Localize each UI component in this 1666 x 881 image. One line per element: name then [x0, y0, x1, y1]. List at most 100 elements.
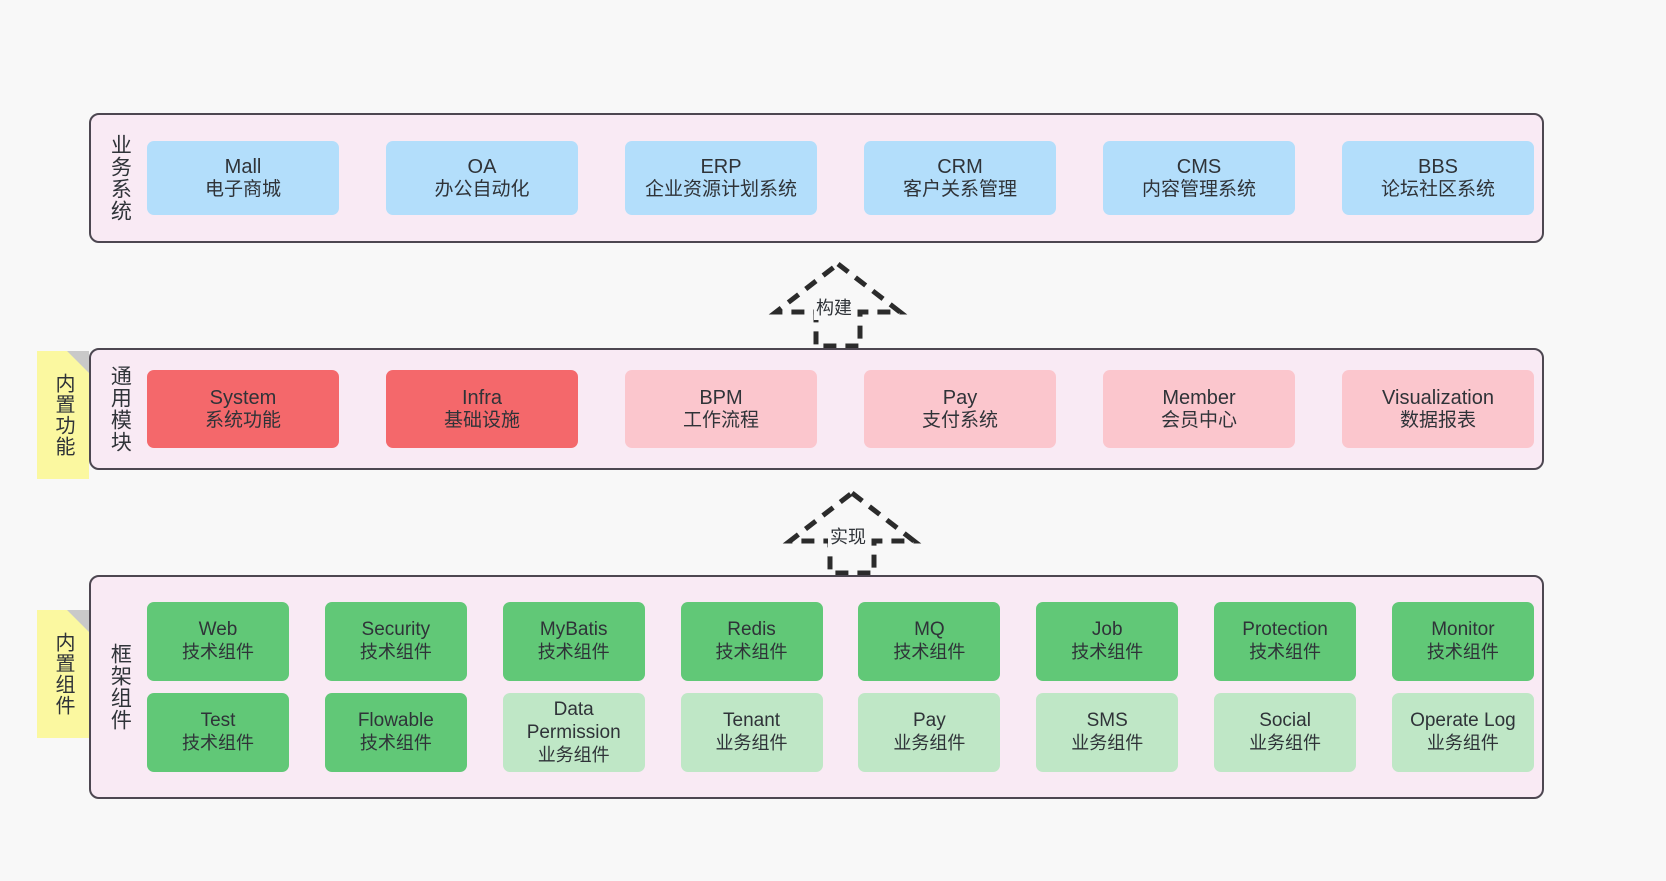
card-security[interactable]: Security 技术组件 — [324, 602, 467, 681]
card-title-cn: 业务组件 — [537, 744, 610, 765]
card-title-cn: 技术组件 — [1071, 642, 1144, 663]
card-title-en: Tenant — [723, 710, 781, 732]
card-title-en: Mall — [224, 155, 262, 178]
card-title-cn: 支付系统 — [921, 409, 998, 431]
card-member[interactable]: Member 会员中心 — [1103, 370, 1295, 448]
card-flowable[interactable]: Flowable 技术组件 — [324, 693, 467, 772]
card-title-cn: 业务组件 — [893, 733, 966, 754]
arrow-build: 构建 — [748, 258, 928, 350]
card-title-en: Test — [200, 710, 236, 732]
layer-business-title: 业务系统 — [108, 134, 132, 222]
card-title-en: ERP — [700, 155, 742, 178]
card-infra[interactable]: Infra 基础设施 — [386, 370, 578, 448]
card-crm[interactable]: CRM 客户关系管理 — [864, 141, 1056, 215]
card-title-en: Operate Log — [1410, 710, 1516, 732]
card-pay-business[interactable]: Pay 业务组件 — [858, 693, 1001, 772]
card-visualization[interactable]: Visualization 数据报表 — [1342, 370, 1534, 448]
note-fold-icon — [67, 351, 89, 373]
card-operate-log[interactable]: Operate Log 业务组件 — [1391, 693, 1534, 772]
card-title-cn: 技术组件 — [359, 642, 432, 663]
card-bpm[interactable]: BPM 工作流程 — [625, 370, 817, 448]
card-web[interactable]: Web 技术组件 — [147, 602, 289, 681]
card-pay[interactable]: Pay 支付系统 — [864, 370, 1056, 448]
card-title-cn: 业务组件 — [1426, 733, 1499, 754]
layer-common-body: System 系统功能 Infra 基础设施 BPM 工作流程 Pay 支付系统… — [147, 350, 1542, 468]
card-title-en: MyBatis — [539, 619, 608, 641]
arrow-implement-label: 实现 — [828, 523, 868, 549]
card-title-cn: 工作流程 — [682, 409, 759, 431]
card-title-cn: 技术组件 — [1426, 642, 1499, 663]
card-title-en: Pay — [913, 710, 946, 732]
card-data-permission[interactable]: Data Permission 业务组件 — [502, 693, 645, 772]
card-title-en: Security — [361, 619, 431, 641]
layer-common-modules: 通用模块 System 系统功能 Infra 基础设施 BPM 工作流程 Pay… — [89, 348, 1544, 470]
card-bbs[interactable]: BBS 论坛社区系统 — [1342, 141, 1534, 215]
card-title-en: OA — [467, 155, 497, 178]
card-protection[interactable]: Protection 技术组件 — [1214, 602, 1357, 681]
framework-card-row-2: Test 技术组件 Flowable 技术组件 Data Permission … — [147, 693, 1534, 772]
card-title-cn: 基础设施 — [443, 409, 520, 431]
card-title-en: Data Permission — [526, 698, 621, 743]
card-sms[interactable]: SMS 业务组件 — [1036, 693, 1179, 772]
card-title-en: System — [209, 386, 277, 409]
card-monitor[interactable]: Monitor 技术组件 — [1391, 602, 1534, 681]
card-title-en: Member — [1162, 386, 1236, 409]
note-builtin-function: 内置功能 — [37, 351, 89, 479]
card-title-cn: 电子商城 — [204, 178, 281, 200]
card-title-en: Web — [198, 619, 238, 641]
card-title-en: Job — [1091, 619, 1123, 641]
card-title-en: Flowable — [357, 710, 434, 732]
card-title-cn: 业务组件 — [715, 733, 788, 754]
layer-business-body: Mall 电子商城 OA 办公自动化 ERP 企业资源计划系统 CRM 客户关系… — [147, 115, 1542, 241]
card-title-en: Redis — [727, 619, 776, 641]
card-title-en: MQ — [914, 619, 945, 641]
card-oa[interactable]: OA 办公自动化 — [386, 141, 578, 215]
layer-framework-title: 框架组件 — [108, 643, 132, 731]
card-tenant[interactable]: Tenant 业务组件 — [680, 693, 823, 772]
card-social[interactable]: Social 业务组件 — [1214, 693, 1357, 772]
card-mq[interactable]: MQ 技术组件 — [858, 602, 1001, 681]
card-title-en: Monitor — [1431, 619, 1495, 641]
card-title-cn: 技术组件 — [182, 733, 254, 754]
card-mall[interactable]: Mall 电子商城 — [147, 141, 339, 215]
card-title-cn: 技术组件 — [182, 642, 254, 663]
card-title-cn: 技术组件 — [893, 642, 966, 663]
card-title-cn: 技术组件 — [1249, 642, 1322, 663]
card-title-cn: 业务组件 — [1071, 733, 1144, 754]
card-cms[interactable]: CMS 内容管理系统 — [1103, 141, 1295, 215]
card-title-en: SMS — [1086, 710, 1128, 732]
card-title-cn: 业务组件 — [1249, 733, 1322, 754]
card-title-cn: 企业资源计划系统 — [644, 178, 797, 200]
card-title-cn: 技术组件 — [537, 642, 610, 663]
card-job[interactable]: Job 技术组件 — [1036, 602, 1179, 681]
note-fold-icon — [67, 610, 89, 632]
arrow-implement: 实现 — [762, 487, 942, 575]
layer-common-title: 通用模块 — [108, 365, 132, 453]
card-title-en: BBS — [1417, 155, 1459, 178]
card-title-en: CMS — [1176, 155, 1222, 178]
card-erp[interactable]: ERP 企业资源计划系统 — [625, 141, 817, 215]
framework-card-row-1: Web 技术组件 Security 技术组件 MyBatis 技术组件 Redi… — [147, 602, 1534, 681]
card-title-en: Social — [1259, 710, 1311, 732]
card-title-cn: 内容管理系统 — [1141, 178, 1256, 200]
card-redis[interactable]: Redis 技术组件 — [680, 602, 823, 681]
card-title-cn: 客户关系管理 — [902, 178, 1017, 200]
card-title-en: Visualization — [1382, 386, 1494, 409]
note-builtin-component: 内置组件 — [37, 610, 89, 738]
card-mybatis[interactable]: MyBatis 技术组件 — [502, 602, 645, 681]
layer-framework-components: 框架组件 Web 技术组件 Security 技术组件 MyBatis 技术组件… — [89, 575, 1544, 799]
card-system[interactable]: System 系统功能 — [147, 370, 339, 448]
note-label: 内置功能 — [52, 373, 74, 457]
card-title-en: Infra — [461, 386, 503, 409]
card-title-cn: 论坛社区系统 — [1380, 178, 1495, 200]
card-test[interactable]: Test 技术组件 — [147, 693, 289, 772]
card-title-en: Pay — [942, 386, 978, 409]
arrow-build-label: 构建 — [814, 294, 854, 320]
card-title-cn: 技术组件 — [359, 733, 432, 754]
common-card-row: System 系统功能 Infra 基础设施 BPM 工作流程 Pay 支付系统… — [147, 370, 1534, 448]
layer-framework-body: Web 技术组件 Security 技术组件 MyBatis 技术组件 Redi… — [147, 577, 1542, 797]
card-title-cn: 数据报表 — [1399, 409, 1476, 431]
card-title-cn: 系统功能 — [204, 409, 281, 431]
note-label: 内置组件 — [52, 632, 74, 716]
